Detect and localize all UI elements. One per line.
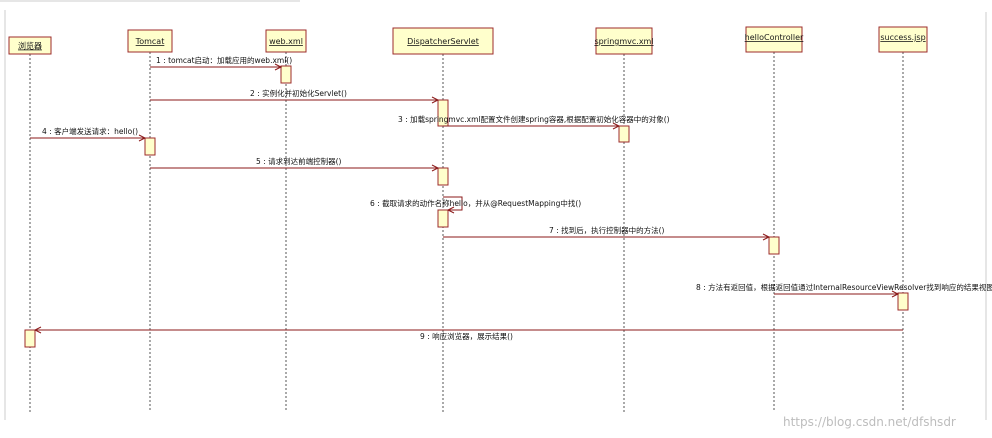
message-label: 4 : 客户端发送请求：hello() (42, 126, 138, 136)
participant-springmvc: springmvc.xml (594, 27, 654, 55)
participant-label: helloController (745, 33, 804, 42)
message-2: 2 : 实例化并初始化Servlet() (150, 88, 440, 104)
activation-controller (768, 236, 780, 255)
activation-webxml (280, 65, 292, 84)
participant-browser: 浏览器 (8, 36, 52, 55)
participant-label: web.xml (269, 37, 303, 46)
message-6: 6 : 截取请求的动作名称hello，并从@RequestMapping中找() (370, 196, 581, 214)
message-label: 5 : 请求到达前端控制器() (256, 156, 341, 166)
message-label: 2 : 实例化并初始化Servlet() (250, 88, 347, 98)
watermark-text: https://blog.csdn.net/dfshsdr (783, 415, 956, 429)
message-3: 3 : 加载springmvc.xml配置文件创建spring容器,根据配置初始… (398, 114, 670, 130)
participant-tomcat: Tomcat (127, 29, 173, 53)
participant-label: DispatcherServlet (407, 37, 479, 46)
activation-successjsp (897, 292, 909, 311)
message-9: 9 : 响应浏览器，展示结果() (33, 326, 903, 341)
message-5: 5 : 请求到达前端控制器() (150, 156, 440, 172)
message-label: 1 : tomcat启动：加载应用的web.xml() (156, 55, 292, 65)
message-1: 1 : tomcat启动：加载应用的web.xml() (150, 55, 292, 71)
participant-label: springmvc.xml (594, 37, 653, 46)
message-label: 6 : 截取请求的动作名称hello，并从@RequestMapping中找() (370, 198, 581, 208)
participant-dispatcher: DispatcherServlet (392, 27, 494, 55)
message-label: 7 : 找到后，执行控制器中的方法() (549, 225, 664, 235)
activation-springmvc (618, 125, 630, 143)
participant-label: success.jsp (880, 33, 925, 42)
activation-dispatcher-3 (437, 209, 449, 228)
activation-tomcat (144, 137, 156, 156)
participant-controller: helloController (745, 26, 804, 53)
participant-webxml: web.xml (265, 29, 307, 53)
message-label: 9 : 响应浏览器，展示结果() (420, 331, 513, 341)
message-4: 4 : 客户端发送请求：hello() (30, 126, 147, 142)
participant-label: Tomcat (135, 37, 165, 46)
participant-label: 浏览器 (18, 41, 42, 51)
message-8: 8 : 方法有返回值，根据返回值通过InternalResourceViewRe… (696, 282, 992, 298)
message-7: 7 : 找到后，执行控制器中的方法() (443, 225, 771, 241)
message-label: 3 : 加载springmvc.xml配置文件创建spring容器,根据配置初始… (398, 114, 670, 124)
activation-browser (24, 329, 36, 348)
participant-successjsp: success.jsp (878, 26, 928, 53)
message-label: 8 : 方法有返回值，根据返回值通过InternalResourceViewRe… (696, 282, 992, 292)
activation-dispatcher-2 (437, 167, 449, 186)
